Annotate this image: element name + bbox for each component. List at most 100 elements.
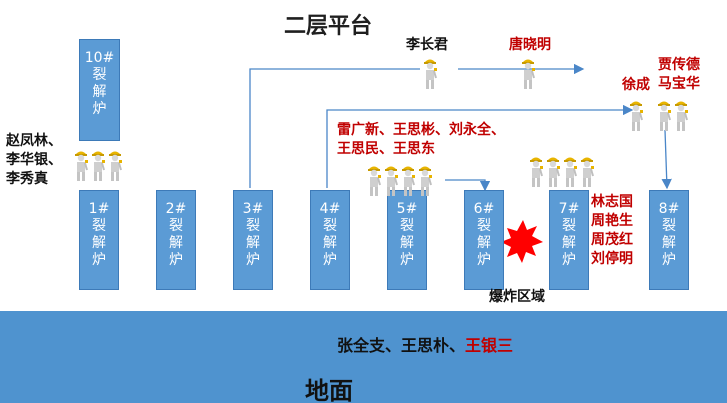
furnace-char: 裂 bbox=[477, 218, 491, 234]
furnace-char: 解 bbox=[169, 235, 183, 251]
person-name: 赵凤林、 bbox=[6, 133, 62, 149]
furnace-3-number: 3# bbox=[242, 201, 264, 217]
ground-band bbox=[0, 311, 727, 403]
worker-icon bbox=[400, 163, 416, 197]
label-tang-xiaoming: 唐晓明 bbox=[509, 37, 551, 53]
worker-group-xucheng bbox=[628, 98, 644, 132]
worker-icon bbox=[90, 148, 106, 182]
furnace-char: 炉 bbox=[662, 252, 676, 268]
label-jia-ma: 贾传德 马宝华 bbox=[658, 56, 700, 94]
label-li-changjun: 李长君 bbox=[406, 37, 448, 53]
furnace-4-number: 4# bbox=[319, 201, 341, 217]
person-name: 周艳生 bbox=[591, 213, 633, 229]
furnace-char: 解 bbox=[92, 235, 106, 251]
furnace-char: 解 bbox=[662, 235, 676, 251]
furnace-char: 炉 bbox=[477, 252, 491, 268]
furnace-7-number: 7# bbox=[558, 201, 580, 217]
worker-icon bbox=[422, 56, 438, 90]
furnace-char: 炉 bbox=[92, 252, 106, 268]
worker-icon bbox=[107, 148, 123, 182]
worker-icon bbox=[366, 163, 382, 197]
ground-title: 地面 bbox=[305, 377, 353, 403]
worker-icon bbox=[73, 148, 89, 182]
person-name: 贾传德 bbox=[658, 57, 700, 73]
furnace-char: 炉 bbox=[92, 101, 107, 117]
person-name: 雷广新、王思彬、刘永全、 bbox=[337, 122, 505, 138]
furnace-char: 解 bbox=[246, 235, 260, 251]
person-name: 马宝华 bbox=[658, 76, 700, 92]
worker-group-tang bbox=[520, 56, 536, 90]
furnace-5-number: 5# bbox=[396, 201, 418, 217]
worker-group-jia-ma bbox=[656, 98, 689, 132]
furnace-char: 裂 bbox=[92, 67, 107, 83]
worker-icon bbox=[673, 98, 689, 132]
furnace-char: 裂 bbox=[246, 218, 260, 234]
furnace-char: 解 bbox=[323, 235, 337, 251]
person-name: 李华银、 bbox=[6, 152, 62, 168]
furnace-char: 裂 bbox=[400, 218, 414, 234]
worker-group-left bbox=[73, 148, 123, 182]
furnace-2: 2# 裂 解 炉 bbox=[156, 190, 196, 290]
person-name: 李秀真 bbox=[6, 171, 48, 187]
person-name: 王思民、王思东 bbox=[337, 141, 435, 157]
explosion-area-label: 爆炸区域 bbox=[489, 289, 545, 305]
person-name: 林志国 bbox=[591, 194, 633, 210]
label-xu-cheng: 徐成 bbox=[622, 77, 650, 93]
worker-icon bbox=[545, 154, 561, 188]
furnace-7: 7# 裂 解 炉 bbox=[549, 190, 589, 290]
furnace-char: 解 bbox=[400, 235, 414, 251]
furnace-char: 炉 bbox=[323, 252, 337, 268]
worker-icon bbox=[383, 163, 399, 197]
worker-icon bbox=[562, 154, 578, 188]
worker-icon bbox=[656, 98, 672, 132]
furnace-4: 4# 裂 解 炉 bbox=[310, 190, 350, 290]
route-line-5-to-6 bbox=[445, 179, 491, 192]
furnace-char: 炉 bbox=[400, 252, 414, 268]
furnace-2-number: 2# bbox=[165, 201, 187, 217]
worker-group-lin bbox=[528, 154, 595, 188]
worker-group-lei bbox=[366, 163, 433, 197]
person-name: 周茂红 bbox=[591, 232, 633, 248]
furnace-10-number: 10# bbox=[84, 50, 115, 66]
route-line-3-to-top bbox=[249, 68, 420, 188]
furnace-char: 解 bbox=[477, 235, 491, 251]
explosion-star-icon bbox=[501, 220, 543, 263]
ground-names-black: 张全支、王思朴、 bbox=[337, 336, 466, 355]
label-ground-group: 张全支、王思朴、王银三 bbox=[337, 332, 513, 356]
platform-title: 二层平台 bbox=[284, 14, 373, 39]
label-left-group: 赵凤林、 李华银、 李秀真 bbox=[6, 132, 62, 189]
furnace-10: 10# 裂 解 炉 bbox=[79, 39, 120, 141]
furnace-3: 3# 裂 解 炉 bbox=[233, 190, 273, 290]
worker-icon bbox=[579, 154, 595, 188]
furnace-char: 炉 bbox=[169, 252, 183, 268]
furnace-5: 5# 裂 解 炉 bbox=[387, 190, 427, 290]
furnace-char: 裂 bbox=[323, 218, 337, 234]
furnace-char: 解 bbox=[562, 235, 576, 251]
furnace-char: 解 bbox=[92, 84, 107, 100]
worker-icon bbox=[628, 98, 644, 132]
furnace-8: 8# 裂 解 炉 bbox=[649, 190, 689, 290]
label-lin-group: 林志国 周艳生 周茂红 刘停明 bbox=[591, 193, 633, 269]
furnace-char: 裂 bbox=[92, 218, 106, 234]
furnace-char: 裂 bbox=[662, 218, 676, 234]
person-name: 刘停明 bbox=[591, 251, 633, 267]
ground-names-red: 王银三 bbox=[465, 336, 514, 355]
furnace-char: 炉 bbox=[562, 252, 576, 268]
furnace-1: 1# 裂 解 炉 bbox=[79, 190, 119, 290]
worker-icon bbox=[520, 56, 536, 90]
furnace-char: 裂 bbox=[562, 218, 576, 234]
furnace-char: 炉 bbox=[246, 252, 260, 268]
route-line-down-to-8 bbox=[661, 129, 672, 190]
worker-group-li bbox=[422, 56, 438, 90]
furnace-char: 裂 bbox=[169, 218, 183, 234]
route-line-4-to-xucheng bbox=[326, 104, 634, 188]
furnace-6: 6# 裂 解 炉 bbox=[464, 190, 504, 290]
label-lei-group: 雷广新、王思彬、刘永全、 王思民、王思东 bbox=[337, 121, 505, 159]
furnace-1-number: 1# bbox=[88, 201, 110, 217]
worker-icon bbox=[528, 154, 544, 188]
furnace-6-number: 6# bbox=[473, 201, 495, 217]
worker-icon bbox=[417, 163, 433, 197]
furnace-8-number: 8# bbox=[658, 201, 680, 217]
